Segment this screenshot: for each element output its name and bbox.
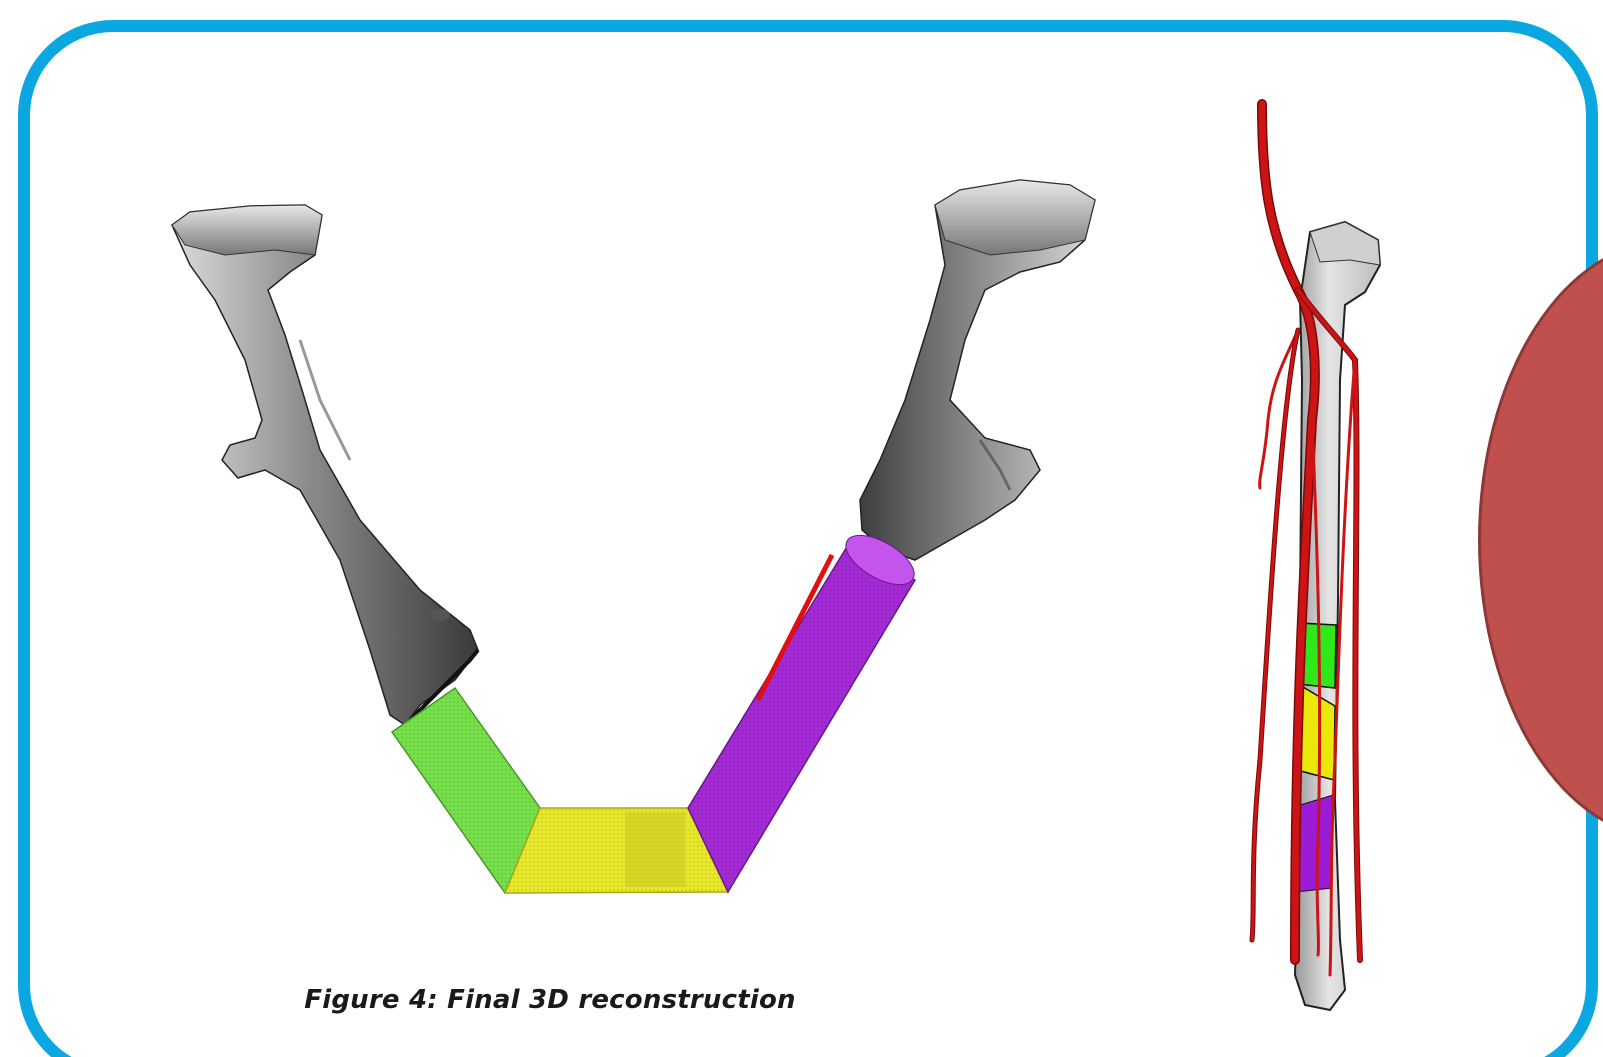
left-ramus — [172, 205, 478, 725]
fibula-purple-band — [1296, 795, 1333, 892]
right-ramus — [860, 180, 1095, 560]
purple-segment — [688, 525, 922, 892]
figure-caption: Figure 4: Final 3D reconstruction — [0, 985, 1100, 1015]
